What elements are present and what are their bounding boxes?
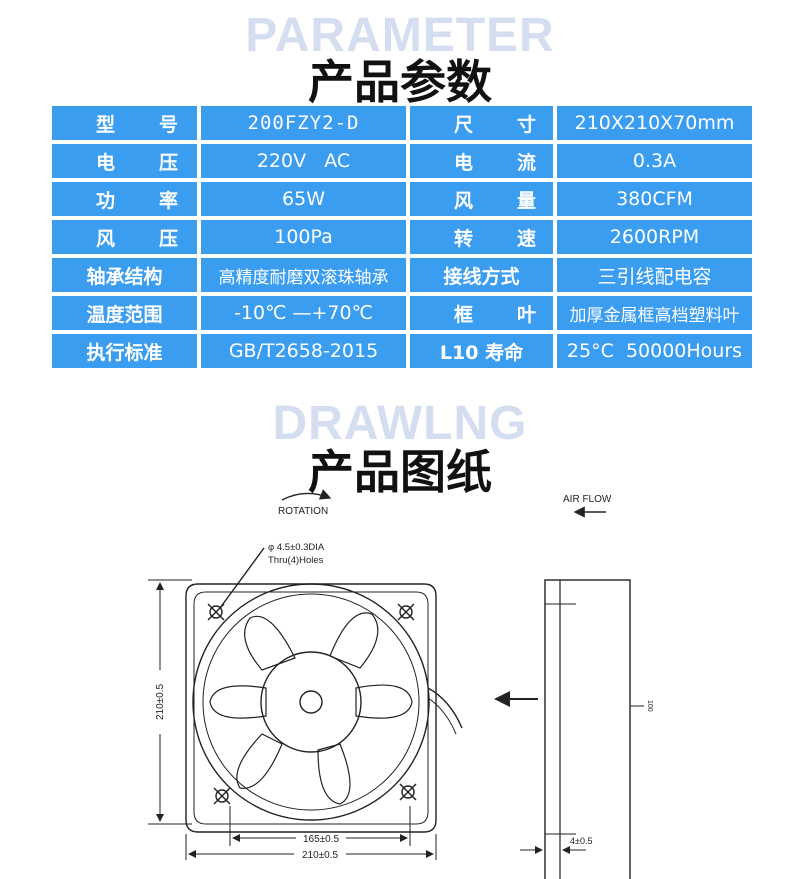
rotation-label: ROTATION [278,506,328,517]
spec-label: 电流 [410,144,553,178]
dim-depth-label: 4±0.5 [570,836,592,846]
drawing-watermark: DRAWLNG [272,397,528,450]
spec-label: 风压 [52,220,197,254]
spec-row: 电压 220V AC 电流 0.3A [52,144,752,178]
spec-value: 200FZY2-D [201,106,406,140]
fan-technical-drawing: ROTATION AIR FLOW φ 4.5±0.3DIA Thru(4)Ho… [148,489,653,879]
dim-width-label: 210±0.5 [302,850,339,861]
fan-shroud-inner [202,593,420,811]
spec-value: 220V AC [201,144,406,178]
dim-hole-spacing-label: 165±0.5 [303,834,340,845]
spec-label: 型号 [52,106,197,140]
spec-row: 执行标准 GB/T2658-2015 L10 寿命 25°C 50000Hour… [52,334,752,368]
spec-row: 轴承结构 高精度耐磨双滚珠轴承 接线方式 三引线配电容 [52,258,752,292]
spec-value: 0.3A [557,144,752,178]
fan-hub [260,651,362,753]
hole-leader-line [219,547,265,609]
spec-row: 功率 65W 风量 380CFM [52,182,752,216]
spec-value: -10℃ —+70℃ [201,296,406,330]
fan-frame-inner [193,591,429,825]
spec-value: 加厚金属框高档塑料叶 [557,296,752,330]
spec-label: 轴承结构 [52,258,197,292]
spec-value: 25°C 50000Hours [557,334,752,368]
parameter-watermark: PARAMETER [245,9,555,62]
spec-label: 温度范围 [52,296,197,330]
spec-value: 380CFM [557,182,752,216]
spec-value: 三引线配电容 [557,258,752,292]
spec-label: L10 寿命 [410,334,553,368]
rotation-arrow [281,489,332,501]
lead-wire [427,687,463,729]
spec-label: 电压 [52,144,197,178]
spec-value: 100Pa [201,220,406,254]
spec-label: 框叶 [410,296,553,330]
spec-value: 65W [201,182,406,216]
spec-row: 型号 200FZY2-D 尺寸 210X210X70mm [52,106,752,140]
side-view-body [544,579,631,879]
spec-label: 风量 [410,182,553,216]
spec-label: 功率 [52,182,197,216]
air-flow-label: AIR FLOW [563,494,612,505]
spec-value: 高精度耐磨双滚珠轴承 [201,258,406,292]
drawing-title: 产品图纸 [308,445,492,499]
hole-spec-label: φ 4.5±0.3DIA [268,542,325,553]
dim-height-label: 210±0.5 [155,684,166,721]
spec-value: 210X210X70mm [557,106,752,140]
spec-label: 执行标准 [52,334,197,368]
fan-shroud [192,583,430,821]
spec-label: 转速 [410,220,553,254]
spec-row: 温度范围 -10℃ —+70℃ 框叶 加厚金属框高档塑料叶 [52,296,752,330]
hole-count-label: Thru(4)Holes [268,555,324,566]
spec-value: GB/T2658-2015 [201,334,406,368]
spec-label: 接线方式 [410,258,553,292]
fan-blades [209,612,413,805]
side-mark-label: 100 [646,700,653,712]
spec-label: 尺寸 [410,106,553,140]
mounting-holes [207,603,417,805]
spec-row: 风压 100Pa 转速 2600RPM [52,220,752,254]
params-title: 产品参数 [308,55,492,109]
lead-wire [427,697,457,735]
fan-shaft [299,690,323,714]
fan-frame [185,583,437,833]
spec-table: 型号 200FZY2-D 尺寸 210X210X70mm 电压 220V AC … [48,102,756,372]
spec-value: 2600RPM [557,220,752,254]
